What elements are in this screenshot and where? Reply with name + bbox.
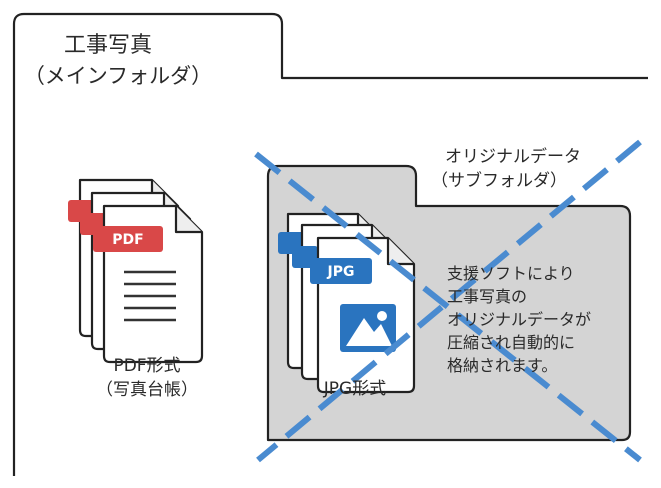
- pdf-caption-format: PDF形式: [113, 356, 181, 376]
- note-line: 圧縮され自動的に: [447, 333, 576, 352]
- jpg-badge: [310, 258, 372, 284]
- note-line: 支援ソフトにより: [447, 264, 575, 283]
- pdf-caption-description: （写真台帳）: [96, 380, 198, 400]
- note-line: オリジナルデータが: [447, 310, 592, 329]
- main-folder-title: 工事写真: [63, 33, 152, 58]
- pdf-badge-label: PDF: [112, 232, 143, 248]
- sub-folder-subtitle: （サブフォルダ）: [431, 171, 567, 191]
- pdf-badge: [93, 226, 163, 252]
- main-folder-outline: [12, 12, 648, 476]
- cross-out-mark: [254, 139, 642, 463]
- note-line: 工事写真の: [447, 287, 528, 306]
- main-folder-subtitle: （メインフォルダ）: [23, 64, 213, 88]
- image-picture-icon: [340, 304, 396, 352]
- jpg-file-stack-icon: JPG: [278, 212, 416, 394]
- jpg-badge-label: JPG: [327, 264, 355, 280]
- text-lines-icon: [124, 270, 176, 322]
- sub-folder-title: オリジナルデータ: [445, 147, 581, 167]
- jpg-caption-format: JPG形式: [323, 379, 387, 399]
- note-line: 格納されます。: [447, 356, 558, 375]
- pdf-file-stack-icon: PDF: [68, 178, 204, 364]
